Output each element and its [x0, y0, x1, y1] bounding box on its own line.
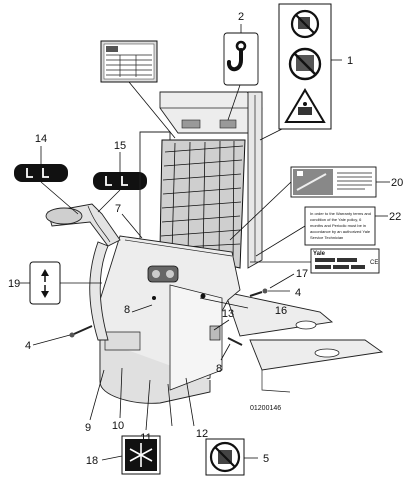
no-riding-on-forks-icon	[290, 9, 320, 39]
lower-buttons-decal	[93, 172, 147, 190]
callout-2: 2	[238, 11, 244, 23]
callout-4-left: 4	[25, 340, 31, 352]
callout-20: 20	[391, 177, 403, 189]
lift-lower-arrows-icon	[41, 269, 49, 298]
callout-18: 18	[86, 455, 98, 467]
callout-22: 22	[389, 211, 401, 223]
warranty-line-2: condition of the Yale policy, 6	[310, 217, 362, 222]
bolt-front	[227, 337, 243, 346]
no-standing-under-load-icon	[288, 47, 322, 81]
lift-buttons-decal	[14, 164, 68, 182]
callout-5: 5	[263, 453, 269, 465]
mast-assembly	[139, 91, 263, 269]
snowflake-icon	[125, 439, 157, 471]
document-code: 01200146	[250, 405, 281, 412]
callout-8-right: 8	[216, 363, 222, 375]
callout-14: 14	[35, 133, 47, 145]
callout-numbers: 2 1 14 15 20 7 22 17 19 4 16 8 13 4 8 01…	[8, 11, 403, 467]
lift-lower-decal	[29, 261, 61, 305]
callout-11: 11	[140, 432, 151, 444]
brand-logo: Yale	[313, 251, 326, 257]
fork-set	[224, 291, 384, 393]
callout-7: 7	[115, 203, 121, 215]
leader-lines	[20, 24, 390, 461]
tiller-arm	[45, 203, 121, 341]
callout-12: 12	[196, 428, 208, 440]
callout-19: 19	[8, 278, 20, 290]
cold-storage-decal	[121, 435, 161, 475]
callout-8-left: 8	[124, 304, 130, 316]
crush-hazard-warning-icon	[284, 88, 326, 123]
warranty-line-5: Service Technician	[310, 235, 343, 240]
callout-10: 10	[112, 420, 124, 432]
truck-chassis	[99, 235, 241, 404]
callout-1: 1	[347, 55, 353, 67]
callout-4-right: 4	[295, 287, 301, 299]
no-rider-icon	[209, 441, 241, 473]
ce-mark: CE	[370, 260, 378, 266]
bolt-left	[69, 325, 93, 338]
warranty-line-3: months and Periodic must be in	[310, 223, 366, 228]
no-rider-decal	[205, 438, 245, 476]
warranty-line-4: accordance by an authorized Yale	[310, 229, 371, 234]
callout-15: 15	[114, 140, 126, 152]
lifting-hook-icon	[227, 40, 247, 72]
operating-instructions-decal	[290, 166, 377, 198]
capacity-chart-decal	[100, 40, 158, 83]
callout-13: 13	[222, 308, 234, 320]
warranty-line-1: In order to the Warranty terms and	[310, 211, 371, 216]
safety-sign-strip	[278, 3, 332, 130]
bolt-right	[249, 288, 268, 297]
callout-17: 17	[296, 268, 308, 280]
load-backrest	[159, 139, 246, 269]
warranty-notice-decal: In order to the Warranty terms and condi…	[304, 206, 376, 246]
callout-16: 16	[275, 305, 287, 317]
lifting-hook-decal	[223, 32, 259, 86]
serial-plate-decal: Yale CE	[310, 248, 380, 274]
callout-9: 9	[85, 422, 91, 434]
